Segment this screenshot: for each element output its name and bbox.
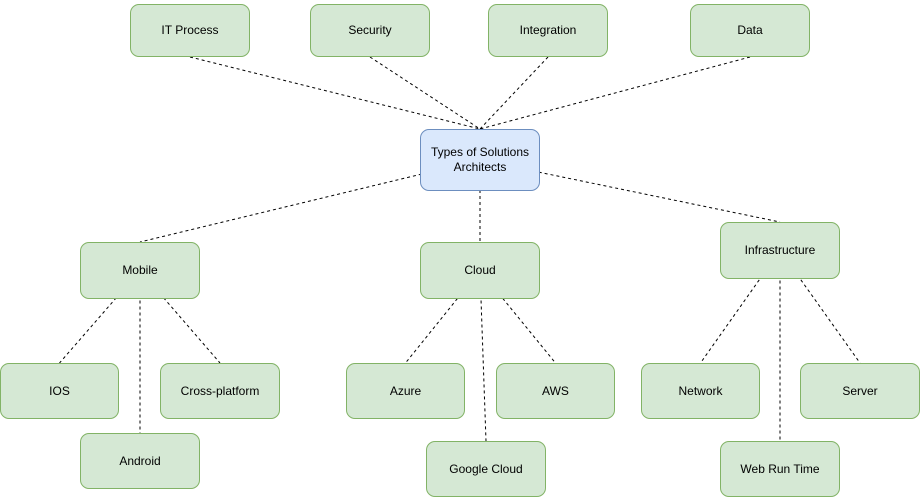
node-label-network: Network [678,383,723,398]
node-label-cross-platform: Cross-platform [180,383,260,398]
node-azure[interactable]: Azure [346,363,465,419]
node-security[interactable]: Security [310,4,430,57]
edge-cloud-google-cloud [479,270,487,442]
node-label-it-process: IT Process [161,23,219,37]
node-label-server: Server [842,383,878,398]
node-label-integration: Integration [519,23,577,37]
edge-hub-mobile [139,159,481,243]
node-label-azure: Azure [389,383,422,398]
node-aws[interactable]: AWS [496,363,615,419]
node-infrastructure[interactable]: Infrastructure [720,222,840,279]
node-label-google-cloud: Google Cloud [449,461,523,476]
node-cross-platform[interactable]: Cross-platform [160,363,280,419]
edge-it-process-hub [189,56,481,130]
node-label-hub: Types of Solutions Architects [430,145,530,174]
node-label-web-run-time: Web Run Time [740,461,820,476]
node-label-aws: AWS [542,383,569,398]
node-label-cloud: Cloud [464,263,496,277]
edge-infrastructure-network [700,250,781,364]
node-android[interactable]: Android [80,433,200,489]
edge-data-hub [479,56,751,130]
node-label-infrastructure: Infrastructure [744,243,816,257]
node-server[interactable]: Server [800,363,920,419]
edge-security-hub [369,56,481,130]
node-label-data: Data [737,23,763,37]
node-ios[interactable]: IOS [0,363,119,419]
node-integration[interactable]: Integration [488,4,608,57]
node-hub[interactable]: Types of Solutions Architects [420,129,540,191]
node-label-android: Android [119,453,161,468]
node-mobile[interactable]: Mobile [80,242,200,299]
node-network[interactable]: Network [641,363,760,419]
node-cloud[interactable]: Cloud [420,242,540,299]
node-label-ios: IOS [49,383,70,398]
node-label-mobile: Mobile [122,263,158,277]
edge-integration-hub [479,56,549,130]
node-label-security: Security [348,23,392,37]
node-web-run-time[interactable]: Web Run Time [720,441,840,497]
node-google-cloud[interactable]: Google Cloud [426,441,546,497]
edge-infrastructure-server [779,250,861,364]
node-data[interactable]: Data [690,4,810,57]
node-it-process[interactable]: IT Process [130,4,250,57]
